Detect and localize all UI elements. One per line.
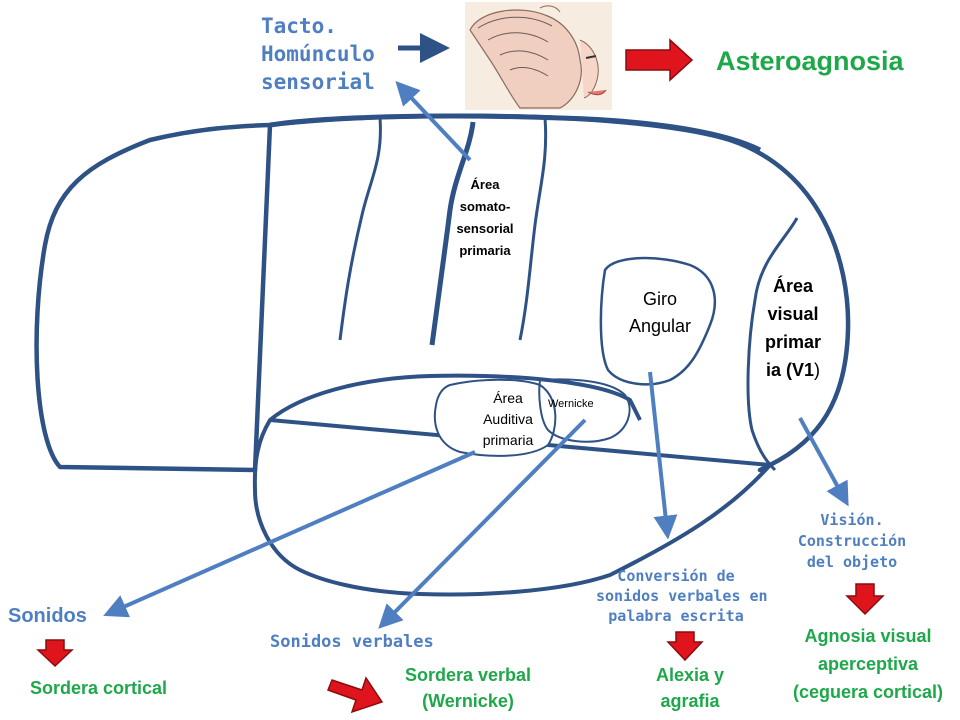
- sonidos-verbales-label: Sonidos verbales: [270, 632, 434, 652]
- arrow-to-vision: [798, 417, 849, 507]
- temporal-lobe-outline: [252, 373, 772, 597]
- wernicke-area-outline: [538, 378, 631, 443]
- sulcus-right: [518, 117, 548, 341]
- arrow-to-sonidos: [103, 450, 476, 618]
- red-arrow-agnosia: [845, 583, 885, 616]
- arrow-to-tacto: [395, 81, 472, 162]
- central-sulcus: [429, 121, 476, 346]
- sonidos-label: Sonidos: [8, 605, 87, 627]
- v1-boundary: [746, 217, 799, 472]
- auditory-area-outline: [433, 378, 557, 457]
- red-arrow-sordera-verbal: [327, 676, 384, 714]
- red-arrow-asteroagnosia: [625, 38, 694, 82]
- auditiva-label: Área Auditiva primaria: [482, 390, 534, 448]
- red-arrow-sordera-cortical: [36, 639, 74, 668]
- giro-angular-label: Giro Angular: [628, 289, 692, 336]
- asteroagnosia-label: Asteroagnosia: [716, 46, 904, 76]
- sulcus-left: [338, 117, 382, 341]
- visual-area-label: Área visual primar ia (V1): [764, 276, 822, 380]
- sordera-verbal-label: Sordera verbal (Wernicke): [404, 665, 532, 711]
- sordera-cortical-label: Sordera cortical: [30, 678, 168, 698]
- arrow-to-sonidos-verbales: [378, 418, 587, 629]
- somatosensorial-label: Área somato- sensorial primaria: [456, 177, 514, 258]
- homunculus-image: [465, 2, 612, 110]
- wernicke-label: Wernicke: [548, 398, 594, 410]
- arrow-to-conversion: [648, 371, 678, 540]
- red-arrow-alexia: [666, 631, 704, 662]
- agnosia-label: Agnosia visual aperceptiva (ceguera cort…: [792, 626, 944, 702]
- alexia-label: Alexia y agrafia: [655, 665, 725, 711]
- tacto-label: Tacto. Homúnculo sensorial: [261, 14, 375, 94]
- conversion-label: Conversión de sonidos verbales en palabr…: [596, 567, 768, 625]
- angular-gyrus-outline: [599, 256, 717, 386]
- vision-label: Visión. Construcción del objeto: [797, 511, 907, 571]
